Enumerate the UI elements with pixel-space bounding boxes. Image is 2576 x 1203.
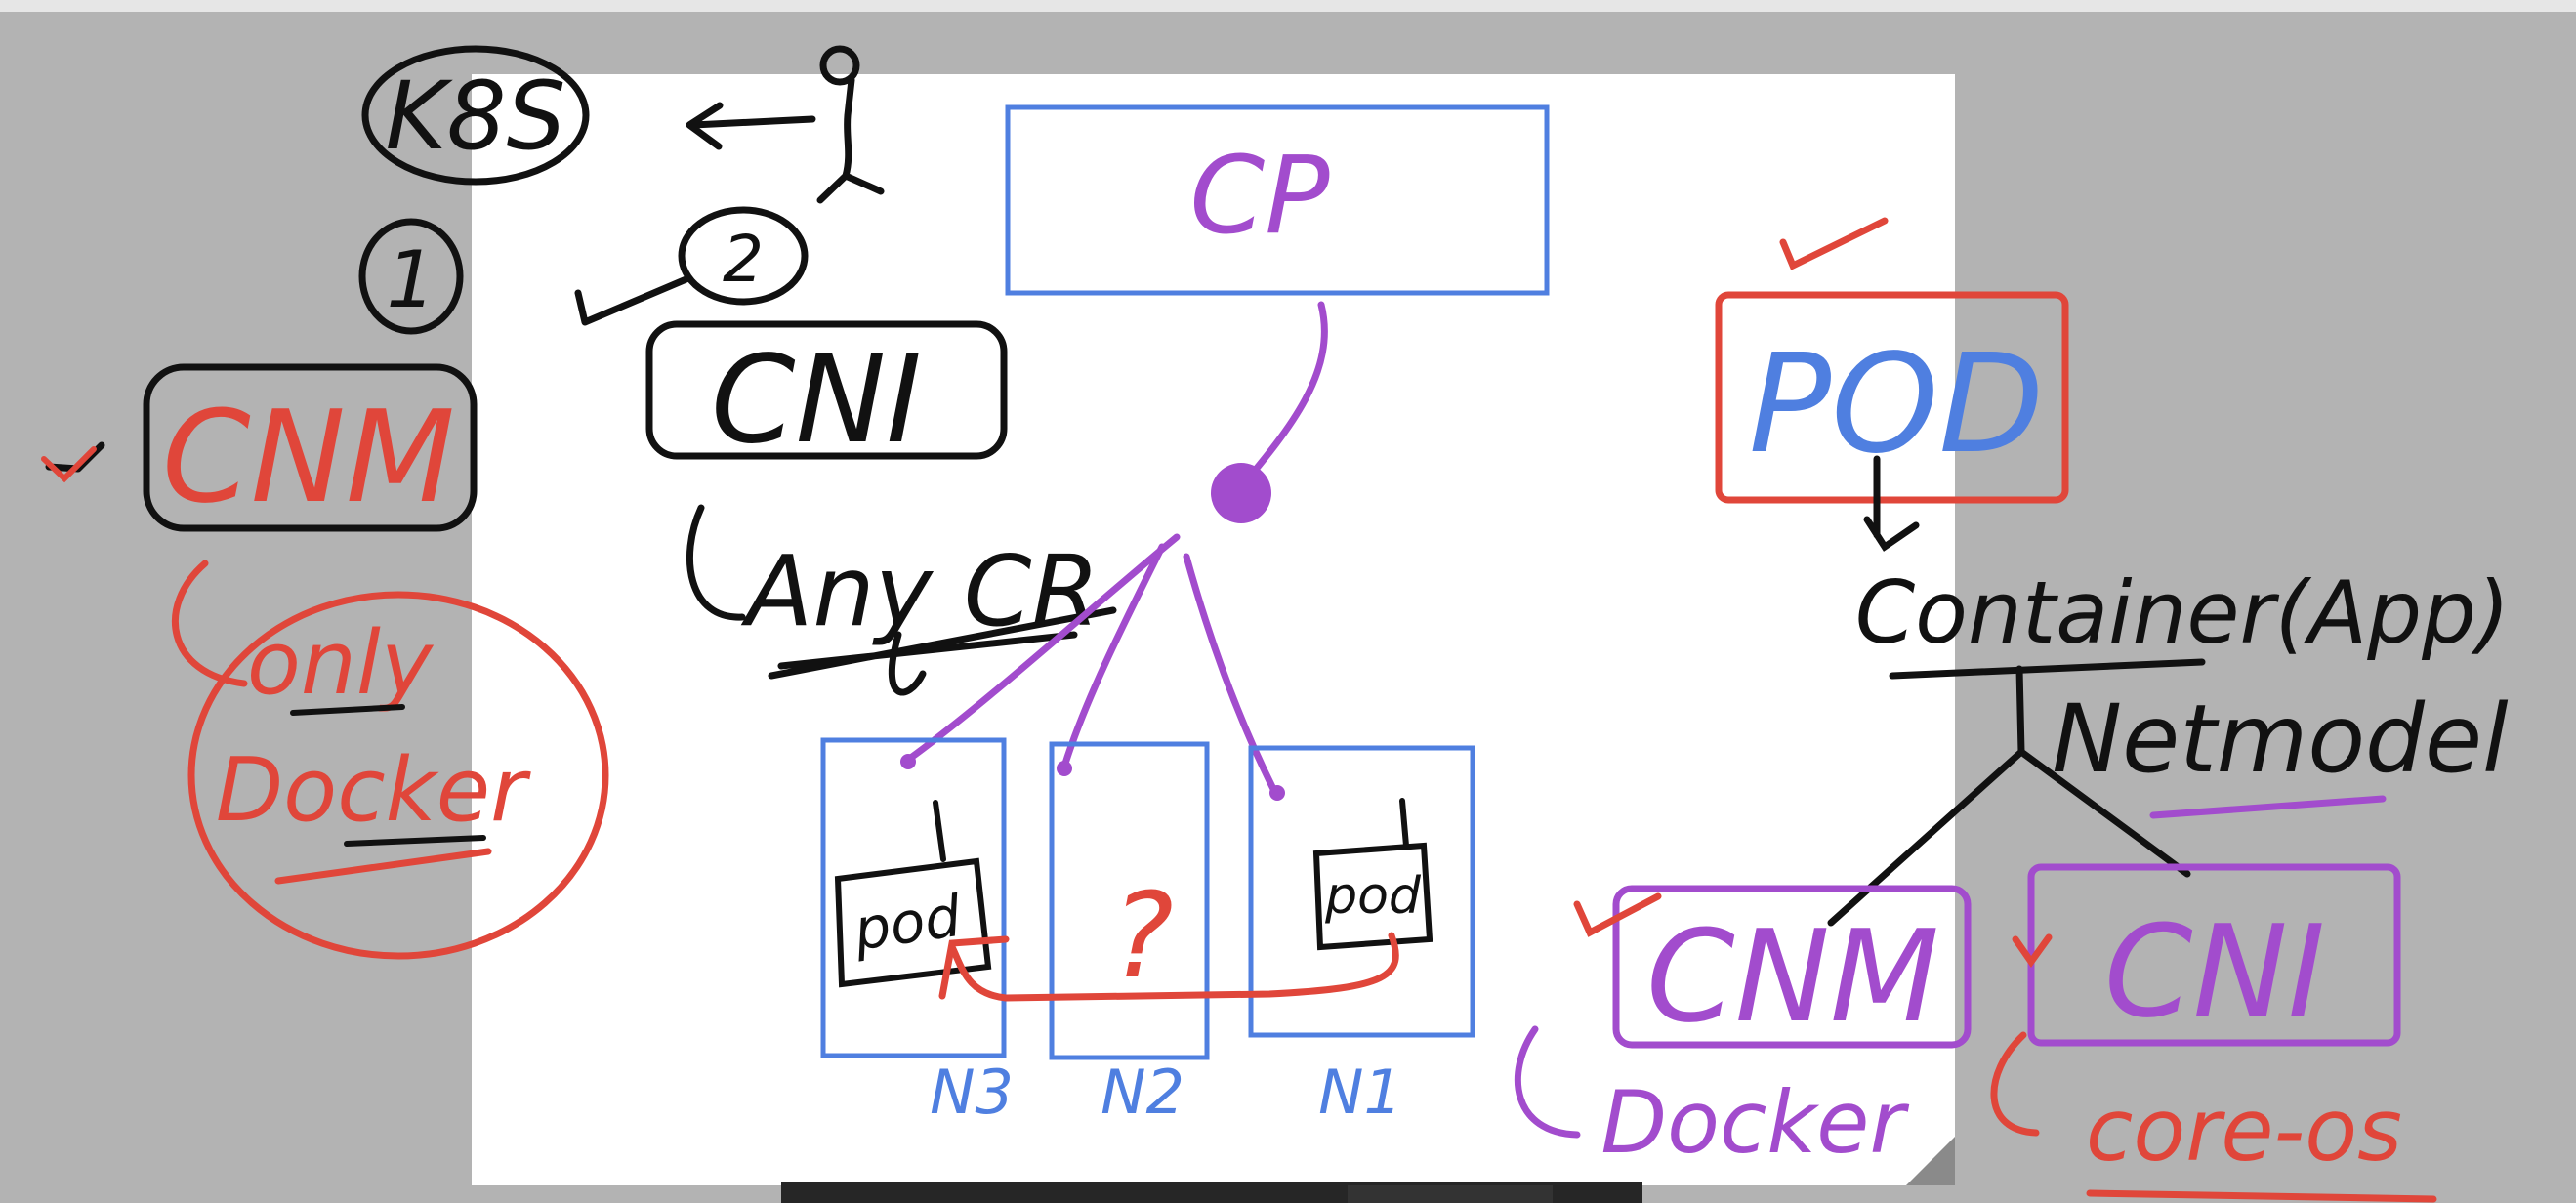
core-os-underline [2086, 1189, 2437, 1203]
cnm-left-box [143, 363, 478, 532]
node-n2-label: N2 [1101, 1057, 1184, 1128]
whiteboard-canvas [472, 74, 1955, 1185]
pod-to-container-arrow [1863, 455, 1920, 552]
pod-right-check [1779, 217, 1889, 270]
pods-in-nodes [834, 798, 1433, 988]
person-head [819, 45, 860, 86]
pod-right-group [1715, 217, 2069, 504]
step1-label: 1 [387, 234, 436, 325]
container-app-label: Container(App) [1855, 562, 2511, 663]
any-cr-arrow [686, 504, 746, 621]
cp-group [1005, 104, 1550, 296]
cni-right-check [2012, 933, 2053, 969]
pod-to-pod-red-path [948, 932, 1399, 1002]
line-to-n1 [1183, 553, 1278, 795]
cni-box-label: CNI [711, 330, 922, 471]
cp-label: CP [1189, 133, 1330, 258]
cni-right-box [2027, 863, 2401, 1047]
window-top-bar [0, 0, 2576, 12]
netmodel-label: Netmodel [2052, 684, 2509, 794]
step2-check [574, 274, 692, 326]
docker-red-underline [274, 848, 492, 885]
tree-branch-right [2017, 748, 2191, 878]
node-n1-box [1248, 745, 1475, 1038]
pod-n1-label: pod [1324, 867, 1422, 926]
pod-n1-box [1312, 842, 1433, 951]
person-body [842, 76, 855, 180]
core-os-arrow [1990, 1031, 2040, 1137]
any-cr-group [686, 504, 1117, 696]
only-docker-arrow [171, 560, 248, 687]
only-label: only [247, 612, 435, 715]
docker-left-label: Docker [216, 739, 531, 842]
pod-n3-antenna [933, 800, 946, 862]
pod-n1-antenna [1399, 798, 1409, 849]
cni-right-label: CNI [2104, 897, 2325, 1046]
line-to-n3 [904, 533, 1181, 764]
netmodel-tree [1827, 658, 2206, 927]
netmodel-underline [2149, 795, 2387, 819]
cnm-right-check [1573, 892, 1662, 937]
container-underline [1889, 658, 2206, 680]
bottom-toolbar-handle[interactable] [1348, 1185, 1553, 1203]
docker-right-arrow [1514, 1025, 1581, 1139]
only-docker-underlines [290, 704, 486, 847]
pod-right-label: POD [1749, 325, 2044, 484]
any-cr-label: Any CR [740, 534, 1100, 648]
cnm-right-box [1612, 885, 1972, 1049]
cnm-left-label: CNM [162, 383, 455, 531]
k8s-ellipse [361, 45, 590, 186]
pod-n3-box [834, 857, 992, 988]
cp-line [1236, 301, 1328, 492]
step1-circle [358, 218, 464, 335]
node-n2-box [1049, 741, 1210, 1060]
tree-branch-left [1827, 748, 2025, 927]
node-boxes [820, 737, 1475, 1060]
any-cr-strike [768, 606, 1117, 680]
only-docker-group [171, 560, 609, 960]
resize-corner[interactable] [1906, 1137, 1955, 1185]
person-arrow [686, 102, 816, 150]
question-mark: ? [1111, 869, 1174, 1005]
pod-right-box [1715, 291, 2069, 504]
person-legs [816, 172, 885, 204]
tree-stem [2015, 665, 2025, 756]
step2-label: 2 [723, 222, 764, 297]
docker-right-label: Docker [1600, 1072, 1909, 1173]
pod-n3-label: pod [849, 883, 966, 964]
node-n3-label: N3 [930, 1057, 1014, 1128]
step2-circle [678, 206, 809, 306]
right-network-boxes [1514, 863, 2401, 1139]
node-endpoint-dots [900, 754, 1285, 801]
cnm-left-red-tick [41, 446, 97, 483]
k8s-group: K8S 1 2 [45, 45, 885, 532]
cp-box [1005, 104, 1550, 296]
any-cr-loop [888, 631, 927, 696]
bottom-toolbar-strip [781, 1182, 1642, 1203]
only-docker-circle [187, 591, 609, 960]
red-arrowhead [938, 935, 1010, 1000]
cnm-right-label: CNM [1646, 902, 1939, 1051]
cni-box-group [645, 320, 1008, 460]
node-n3-box [820, 737, 1007, 1058]
hub-dot [1211, 463, 1271, 523]
node-n1-label: N1 [1318, 1057, 1402, 1128]
core-os-label: core-os [2086, 1080, 2402, 1181]
cni-box [645, 320, 1008, 460]
k8s-label: K8S [386, 62, 566, 171]
right-red-ticks [1573, 892, 2437, 1203]
